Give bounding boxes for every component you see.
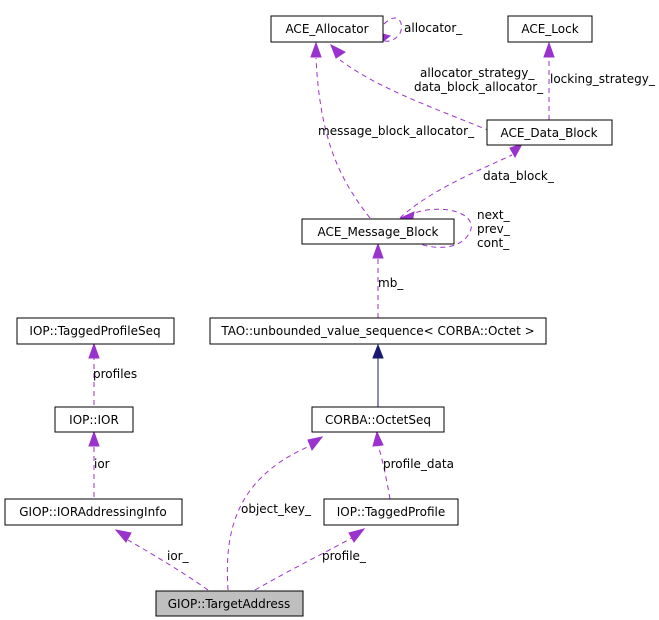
node-label: GIOP::TargetAddress [168,597,291,611]
node-corba-octetseq[interactable]: CORBA::OctetSeq [311,406,445,433]
label-profiles: profiles [93,367,137,381]
edge-messageblock-datablock [399,143,524,219]
edge-targetaddress-addressinginfo [114,529,209,591]
label-ior-member: ior_ [167,549,190,563]
label-message-block-allocator: message_block_allocator_ [318,124,475,138]
node-label: ACE_Message_Block [317,225,438,239]
edge-messageblock-allocator [310,41,371,219]
node-ace-allocator[interactable]: ACE_Allocator [270,15,384,43]
label-mb: mb_ [378,276,404,290]
label-cont: cont_ [477,236,510,250]
node-iop-taggedprofile[interactable]: IOP::TaggedProfile [323,498,459,526]
label-allocator-strategy: allocator_strategy_ [420,66,535,80]
edge-taggedprofile-octetseq [372,430,391,500]
edge-datablock-lock [543,41,555,120]
label-prev: prev_ [477,222,511,236]
node-ace-lock[interactable]: ACE_Lock [507,15,593,43]
node-label: GIOP::IORAddressingInfo [19,505,167,519]
edge-ior-taggedprofileseq [88,342,100,405]
node-label: TAO::unbounded_value_sequence< CORBA::Oc… [220,324,534,338]
node-iop-ior[interactable]: IOP::IOR [54,406,134,433]
label-allocator-self: allocator_ [404,21,463,35]
label-data-block-allocator: data_block_allocator_ [414,80,544,94]
edge-targetaddress-octetseq [226,436,324,591]
node-label: IOP::IOR [69,413,119,427]
label-profile-data: profile_data [383,457,454,471]
node-label: ACE_Lock [521,22,578,36]
edge-datablock-allocator [330,43,491,132]
label-profile: profile_ [322,549,367,563]
node-ace-data-block[interactable]: ACE_Data_Block [486,119,613,146]
label-locking-strategy: locking_strategy_ [550,72,656,86]
edge-octetseq-sequence-inherit [372,343,384,407]
node-label: ACE_Allocator [285,22,368,36]
label-next: next_ [477,208,511,222]
edge-targetaddress-taggedprofile [254,528,366,591]
node-iop-taggedprofileseq[interactable]: IOP::TaggedProfileSeq [16,317,175,345]
node-label: CORBA::OctetSeq [325,413,431,427]
label-object-key: object_key_ [241,502,312,516]
label-ior: ior [94,457,110,471]
node-ace-message-block[interactable]: ACE_Message_Block [301,218,455,245]
node-giop-targetaddress[interactable]: GIOP::TargetAddress [155,590,304,617]
label-data-block: data_block_ [483,169,555,183]
node-label: IOP::TaggedProfileSeq [29,324,160,338]
node-label: IOP::TaggedProfile [337,505,446,519]
edge-addressinginfo-ior [88,430,100,497]
node-label: ACE_Data_Block [500,126,597,140]
node-giop-ioraddressinginfo[interactable]: GIOP::IORAddressingInfo [4,498,183,526]
node-tao-sequence[interactable]: TAO::unbounded_value_sequence< CORBA::Oc… [209,317,547,345]
edge-sequence-messageblock [372,242,384,318]
